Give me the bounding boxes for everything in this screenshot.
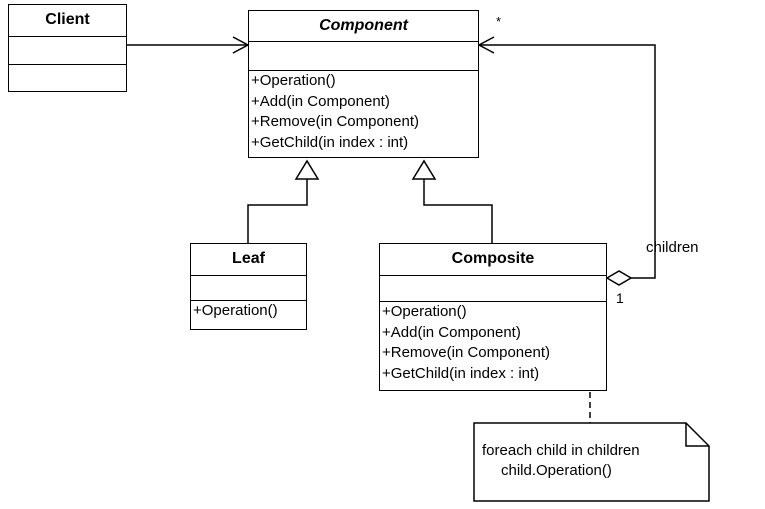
leaf-operation: +Operation(): [193, 302, 278, 319]
class-composite-name: Composite: [380, 244, 606, 276]
note-shape: [473, 422, 710, 502]
composite-operation: +Remove(in Component): [382, 344, 550, 361]
class-composite-attributes: [380, 276, 606, 302]
note-text: foreach child in children child.Operatio…: [482, 441, 640, 481]
class-client: Client: [8, 4, 127, 92]
note-line: foreach child in children: [482, 442, 640, 459]
class-component-operations: +Operation() +Add(in Component) +Remove(…: [249, 71, 478, 153]
class-component: Component +Operation() +Add(in Component…: [248, 10, 479, 158]
composite-operation: +Operation(): [382, 303, 467, 320]
client-component-association: [127, 36, 250, 54]
leaf-generalization: [247, 159, 320, 243]
class-leaf-operations: +Operation(): [191, 301, 306, 322]
component-operation: +Remove(in Component): [251, 113, 419, 130]
class-leaf-attributes: [191, 276, 306, 301]
association-role-label: children: [646, 239, 699, 256]
class-leaf-name: Leaf: [191, 244, 306, 276]
children-aggregation: [477, 36, 656, 286]
multiplicity-many-label: *: [496, 14, 502, 29]
class-composite: Composite +Operation() +Add(in Component…: [379, 243, 607, 391]
composite-operation: +Add(in Component): [382, 323, 521, 341]
component-operation: +Add(in Component): [251, 92, 390, 110]
composite-generalization: [411, 159, 493, 243]
note-line: child.Operation(): [501, 462, 612, 479]
composite-operation: +GetChild(in index : int): [382, 364, 540, 382]
class-composite-operations: +Operation() +Add(in Component) +Remove(…: [380, 302, 606, 384]
class-client-name: Client: [9, 5, 126, 37]
multiplicity-one-label: 1: [616, 290, 624, 306]
class-leaf: Leaf +Operation(): [190, 243, 307, 330]
component-operation: +Operation(): [251, 72, 336, 89]
component-operation: +GetChild(in index : int): [251, 133, 409, 151]
class-client-attributes: [9, 37, 126, 65]
class-component-name: Component: [249, 11, 478, 42]
class-component-attributes: [249, 42, 478, 71]
